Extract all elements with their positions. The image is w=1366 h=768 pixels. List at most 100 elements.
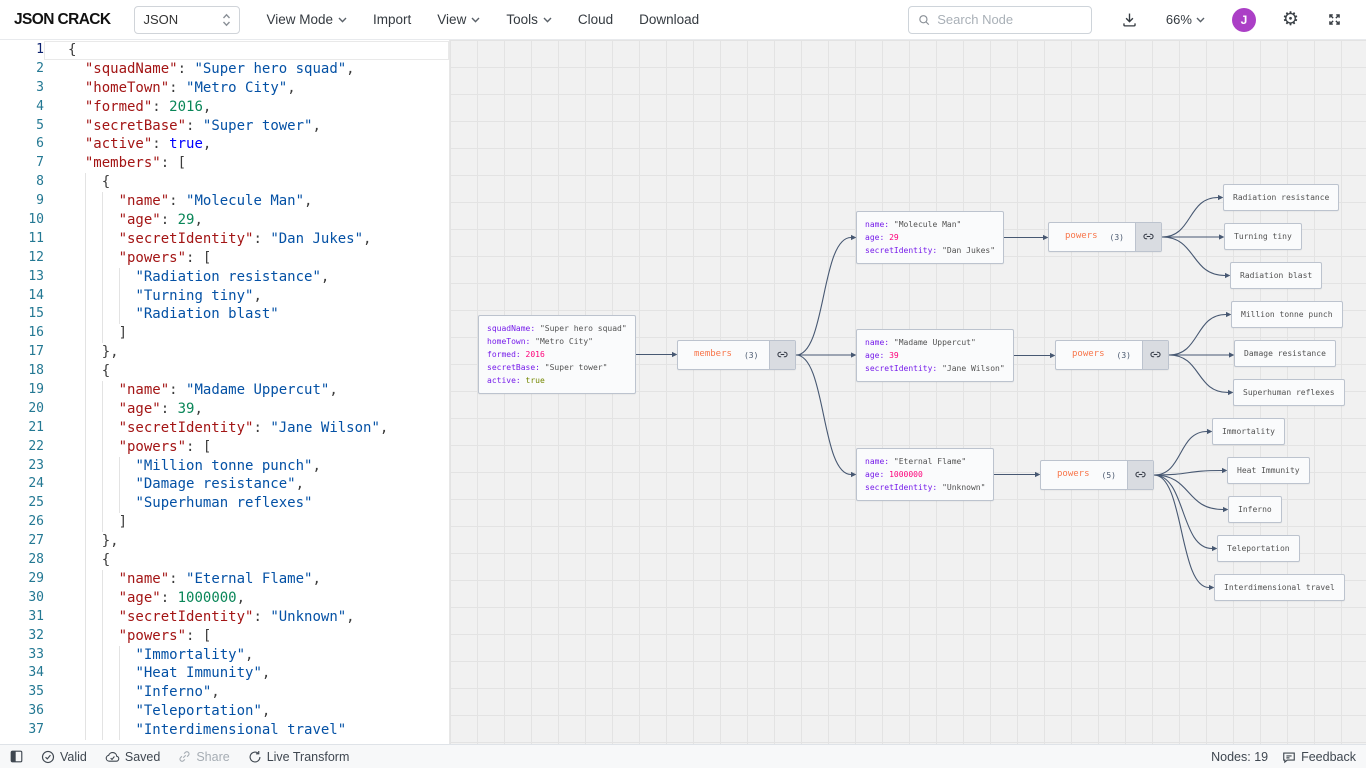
graph-leaf-node[interactable]: Million tonne punch — [1231, 301, 1343, 328]
menu-tools[interactable]: Tools — [506, 12, 552, 27]
graph-leaf-node[interactable]: Inferno — [1228, 496, 1282, 523]
node-row: secretIdentity: "Jane Wilson" — [865, 364, 1005, 373]
code-line[interactable]: 12 "powers": [ — [0, 248, 449, 268]
code-line[interactable]: 33 "Immortality", — [0, 645, 449, 665]
code-line[interactable]: 30 "age": 1000000, — [0, 588, 449, 608]
line-number: 29 — [28, 570, 44, 586]
menu-download[interactable]: Download — [639, 12, 700, 27]
code-line[interactable]: 26 ] — [0, 513, 449, 533]
code-line[interactable]: 5 "secretBase": "Super tower", — [0, 117, 449, 136]
indent-guide — [84, 551, 86, 570]
code-line[interactable]: 18 { — [0, 362, 449, 382]
indent-guide — [101, 721, 103, 740]
code-line[interactable]: 19 "name": "Madame Uppercut", — [0, 381, 449, 400]
code-line[interactable]: 22 "powers": [ — [0, 437, 449, 457]
code-line[interactable]: 28 { — [0, 551, 449, 570]
live-transform-toggle[interactable]: Live Transform — [248, 750, 349, 764]
menu-view[interactable]: View — [437, 12, 480, 27]
code-line[interactable]: 8 { — [0, 173, 449, 193]
code-line[interactable]: 2 "squadName": "Super hero squad", — [0, 60, 449, 79]
node-link-button[interactable] — [1126, 461, 1153, 489]
zoom-control[interactable]: 66% — [1157, 6, 1214, 34]
code-line[interactable]: 24 "Damage resistance", — [0, 475, 449, 495]
graph-leaf-node[interactable]: Radiation resistance — [1223, 184, 1340, 211]
indent-guide — [118, 702, 120, 722]
code-line[interactable]: 1{ — [0, 41, 449, 60]
graph-array-node[interactable]: members(3) — [677, 340, 797, 370]
line-number: 5 — [36, 117, 44, 133]
line-number: 8 — [36, 174, 44, 190]
graph-leaf-node[interactable]: Heat Immunity — [1227, 457, 1310, 484]
line-number: 4 — [36, 98, 44, 114]
code-line[interactable]: 31 "secretIdentity": "Unknown", — [0, 607, 449, 627]
graph-leaf-node[interactable]: Interdimensional travel — [1214, 574, 1345, 601]
code-line[interactable]: 16 ] — [0, 324, 449, 344]
code-line[interactable]: 27 }, — [0, 532, 449, 552]
graph-leaf-node[interactable]: Teleportation — [1217, 535, 1300, 562]
code-line[interactable]: 6 "active": true, — [0, 135, 449, 154]
graph-leaf-node[interactable]: Superhuman reflexes — [1233, 379, 1345, 406]
graph-array-node[interactable]: powers(3) — [1055, 340, 1169, 370]
indent-guide — [84, 702, 86, 722]
node-link-button[interactable] — [1134, 223, 1161, 251]
code-line[interactable]: 35 "Inferno", — [0, 683, 449, 703]
valid-status[interactable]: Valid — [41, 750, 87, 764]
node-label: powers — [1072, 349, 1105, 359]
code-line[interactable]: 23 "Million tonne punch", — [0, 456, 449, 476]
code-line[interactable]: 20 "age": 39, — [0, 399, 449, 419]
code-line[interactable]: 10 "age": 29, — [0, 211, 449, 230]
code-text: "formed": 2016, — [84, 98, 212, 115]
format-select[interactable]: JSON — [134, 5, 241, 34]
fullscreen-button[interactable] — [1317, 6, 1352, 34]
graph-leaf-node[interactable]: Radiation blast — [1230, 262, 1323, 289]
settings-gear-icon[interactable]: ⚙ — [1281, 9, 1299, 30]
feedback-button[interactable]: Feedback — [1282, 750, 1356, 764]
graph-object-node[interactable]: squadName: "Super hero squad"homeTown: "… — [478, 315, 636, 394]
code-text: "name": "Molecule Man", — [44, 192, 449, 212]
node-link-button[interactable] — [769, 341, 796, 369]
indent-guide — [101, 645, 103, 665]
menu-cloud[interactable]: Cloud — [577, 12, 614, 27]
saved-status[interactable]: Saved — [105, 750, 160, 764]
graph-array-node[interactable]: powers(3) — [1048, 222, 1162, 252]
search-input[interactable] — [937, 12, 1082, 27]
code-line[interactable]: 25 "Superhuman reflexes" — [0, 494, 449, 514]
code-line[interactable]: 15 "Radiation blast" — [0, 305, 449, 325]
menu-import[interactable]: Import — [373, 12, 412, 27]
code-line[interactable]: 32 "powers": [ — [0, 626, 449, 646]
graph-array-node[interactable]: powers(5) — [1040, 460, 1154, 490]
app-logo[interactable]: JSON CRACK — [14, 10, 111, 28]
code-line[interactable]: 36 "Teleportation", — [0, 702, 449, 722]
code-line[interactable]: 13 "Radiation resistance", — [0, 267, 449, 287]
code-line[interactable]: 37 "Interdimensional travel" — [0, 721, 449, 740]
graph-canvas[interactable]: squadName: "Super hero squad"homeTown: "… — [450, 40, 1366, 744]
code-text: "age": 29, — [44, 211, 449, 230]
indent-guide — [118, 721, 120, 740]
cloud-check-icon — [105, 751, 120, 762]
graph-leaf-node[interactable]: Damage resistance — [1234, 340, 1336, 367]
menu-view-mode[interactable]: View Mode — [266, 12, 347, 27]
code-line[interactable]: 29 "name": "Eternal Flame", — [0, 569, 449, 589]
node-link-button[interactable] — [1141, 341, 1168, 369]
graph-leaf-node[interactable]: Immortality — [1212, 418, 1285, 445]
code-line[interactable]: 34 "Heat Immunity", — [0, 664, 449, 684]
code-line[interactable]: 14 "Turning tiny", — [0, 286, 449, 306]
status-bar: Valid Saved Share Live Transform Nodes: … — [0, 744, 1366, 768]
code-line[interactable]: 17 }, — [0, 343, 449, 363]
code-line[interactable]: 11 "secretIdentity": "Dan Jukes", — [0, 229, 449, 249]
bottom-panel-toggle[interactable] — [10, 750, 23, 763]
code-line[interactable]: 4 "formed": 2016, — [0, 98, 449, 117]
image-download-button[interactable] — [1112, 6, 1147, 34]
code-line[interactable]: 9 "name": "Molecule Man", — [0, 192, 449, 212]
json-editor[interactable]: 1{2 "squadName": "Super hero squad",3 "h… — [0, 40, 450, 744]
code-line[interactable]: 7 "members": [ — [0, 154, 449, 173]
link-icon — [179, 751, 190, 762]
code-line[interactable]: 21 "secretIdentity": "Jane Wilson", — [0, 418, 449, 438]
avatar[interactable]: J — [1231, 7, 1256, 32]
share-button[interactable]: Share — [178, 750, 230, 764]
graph-leaf-node[interactable]: Turning tiny — [1224, 223, 1302, 250]
code-line[interactable]: 3 "homeTown": "Metro City", — [0, 79, 449, 98]
